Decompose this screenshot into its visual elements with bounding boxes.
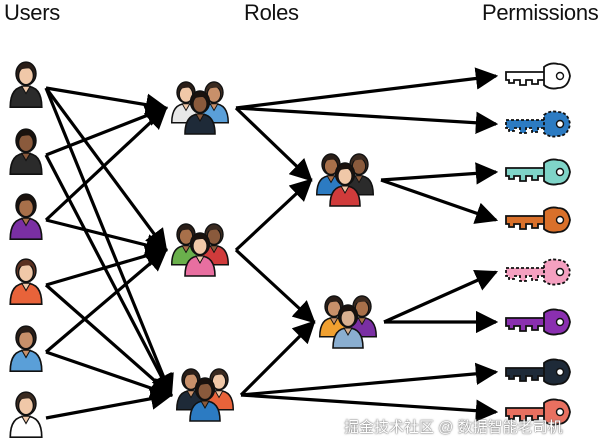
role-group-4-icon: [315, 153, 375, 207]
edge-u5-r2: [44, 248, 168, 354]
edge-r5-p5: [383, 269, 499, 324]
edges-layer: [44, 67, 499, 422]
role-5-member-center: [332, 304, 364, 349]
role-1-member-center: [184, 90, 216, 135]
edge-u4-r2: [45, 244, 169, 287]
edge-u1-r3: [44, 87, 174, 398]
edge-u1-r1: [45, 86, 169, 116]
user-3-icon: [9, 193, 43, 241]
role-4-member-center: [329, 162, 361, 207]
watermark: 掘金技术社区 @ 数据智能老司机: [344, 419, 563, 436]
role-group-1-icon: [170, 81, 230, 135]
role-group-2-icon: [170, 223, 230, 277]
user-5-icon: [9, 325, 43, 373]
edge-u3-r1: [44, 106, 168, 222]
edge-r2-r4: [234, 178, 313, 252]
edge-u4-r3: [44, 283, 173, 397]
nodes-layer: [9, 61, 571, 439]
edge-r2-r5: [234, 248, 316, 324]
user-1-icon: [9, 61, 43, 109]
permission-key-3-icon: [505, 158, 571, 186]
edge-r3-r5: [239, 320, 316, 397]
role-2-member-center: [184, 232, 216, 277]
edge-r1-p1: [235, 67, 499, 110]
user-4-icon: [9, 258, 43, 306]
edge-u6-r3: [45, 387, 174, 420]
user-6-icon: [9, 391, 43, 439]
permission-key-5-icon: [505, 258, 571, 286]
roles-heading: Roles: [244, 0, 299, 25]
role-3-member-center: [189, 377, 221, 422]
user-2-icon: [9, 128, 43, 176]
edge-u1-r2: [44, 87, 168, 252]
edge-r1-p2: [235, 106, 499, 134]
edge-r4-p4: [380, 178, 499, 224]
edge-r1-r4: [234, 106, 313, 182]
role-group-3-icon: [175, 368, 235, 422]
edge-r3-p8: [240, 393, 499, 422]
permissions-heading: Permissions: [482, 0, 599, 25]
edge-u2-r3: [44, 154, 173, 397]
role-group-5-icon: [318, 295, 378, 349]
users-heading: Users: [4, 0, 60, 25]
permission-key-6-icon: [505, 308, 571, 336]
edge-r3-p7: [240, 362, 499, 397]
permission-key-4-icon: [505, 206, 571, 234]
permission-key-7-icon: [505, 358, 571, 386]
permission-key-1-icon: [505, 62, 571, 90]
edge-r4-p3: [380, 162, 499, 185]
permission-key-8-icon: [505, 398, 571, 426]
permission-key-2-icon: [505, 110, 571, 138]
